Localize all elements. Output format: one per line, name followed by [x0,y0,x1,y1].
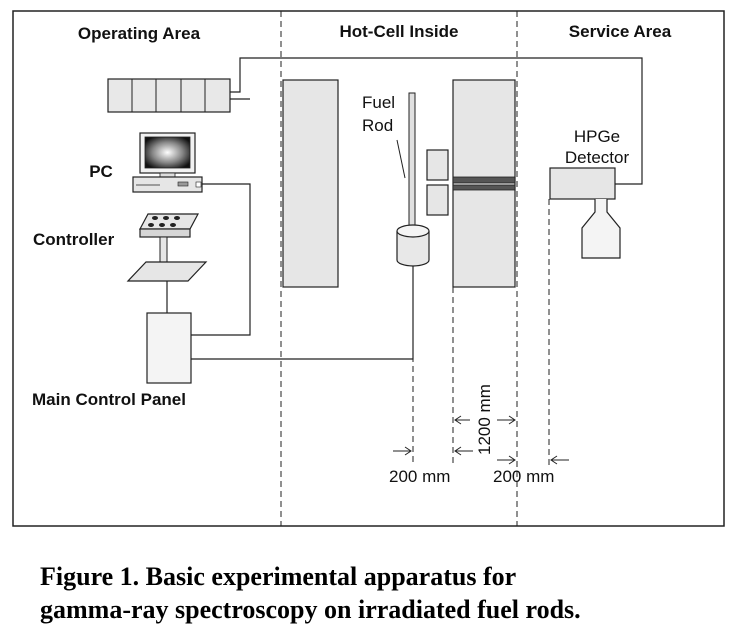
service-area-title: Service Area [569,22,672,41]
dim-200-left-arrows [393,446,473,456]
hpge-label-line2: Detector [565,148,630,167]
dim-1200-label: 1200 mm [475,384,494,455]
main-control-panel-label: Main Control Panel [32,390,186,409]
fuel-rod-label-line1: Fuel [362,93,395,112]
fuel-rod [408,92,416,234]
hpge-detector-head [549,167,616,200]
instrument-rack [107,78,231,113]
controller-icon [126,213,208,282]
fuel-rod-leader [396,139,406,179]
main-control-panel-box [146,312,192,384]
pc-icon [132,132,203,193]
dim-1200-arrows [454,415,516,425]
collimator-block-upper [426,149,449,181]
apparatus-diagram: Operating Area Hot-Cell Inside Service A… [12,10,725,527]
pc-label: PC [89,162,113,181]
fuel-rod-label-line2: Rod [362,116,393,135]
operating-area-title: Operating Area [78,24,201,43]
collimator-block-lower [426,184,449,216]
hot-cell-inside-title: Hot-Cell Inside [339,22,458,41]
figure-caption: Figure 1. Basic experimental apparatus f… [40,560,720,626]
operating-area-wiring [166,57,643,360]
dim-200-left-label: 200 mm [389,467,450,486]
dim-200-right-arrows [497,455,569,465]
shielding-block-left [282,79,339,288]
collimator-slit [452,176,516,184]
collimator-slit-lower [452,184,516,191]
caption-line-1: Figure 1. Basic experimental apparatus f… [40,562,517,591]
figure-frame [12,10,725,527]
dimension-extension-lines [412,199,550,466]
hpge-dewar [581,199,621,259]
dim-200-right-label: 200 mm [493,467,554,486]
fuel-rod-holder [396,224,430,267]
caption-line-2: gamma-ray spectroscopy on irradiated fue… [40,595,581,624]
shielding-wall [452,79,516,288]
hpge-label-line1: HPGe [574,127,620,146]
controller-label: Controller [33,230,115,249]
